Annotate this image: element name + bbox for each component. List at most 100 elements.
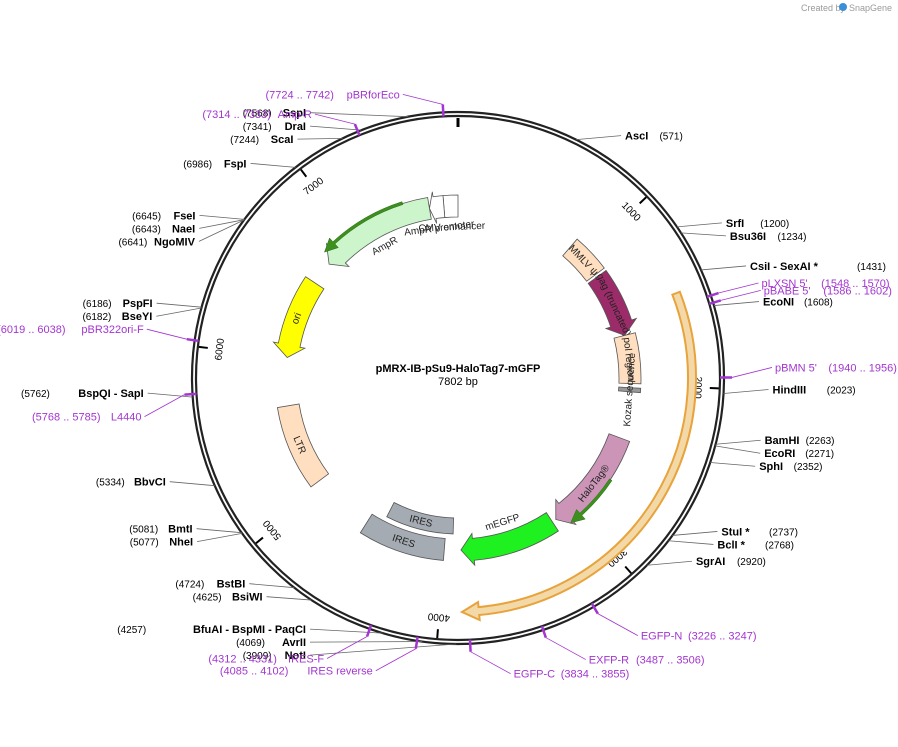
site-csii-sexai[interactable]: CsiI - SexAI *(1431) bbox=[701, 261, 886, 273]
site-fspi[interactable]: FspI(6986) bbox=[183, 158, 296, 170]
site-bbvci[interactable]: BbvCI(5334) bbox=[96, 477, 215, 489]
feature-cmv-enhancer[interactable]: CMV enhancer bbox=[418, 194, 486, 234]
site-drai[interactable]: DraI(7341) bbox=[243, 121, 362, 133]
site-bsiwi[interactable]: BsiWI(4625) bbox=[193, 592, 312, 604]
feature-arrow[interactable] bbox=[386, 502, 455, 535]
primer-amp-r[interactable]: Amp-R(7314 .. 7333) bbox=[202, 109, 361, 136]
site-bfuai-bspmi-paqci[interactable]: BfuAI - BspMI - PaqCI(4257) bbox=[117, 624, 383, 636]
site-leader-line bbox=[198, 219, 245, 242]
site-hindiii[interactable]: HindIII(2023) bbox=[723, 385, 856, 397]
site-position: (4257) bbox=[117, 625, 146, 636]
site-econi[interactable]: EcoNI(1608) bbox=[713, 297, 833, 309]
site-position: (6186) bbox=[83, 299, 112, 310]
feature-arrow[interactable] bbox=[555, 433, 631, 526]
primer-name: EXFP-R bbox=[589, 655, 629, 667]
primer-pbmn-5[interactable]: pBMN 5'(1940 .. 1956) bbox=[719, 362, 897, 379]
site-name: SspI bbox=[283, 108, 306, 120]
site-ngomiv[interactable]: NgoMIV(6641) bbox=[118, 219, 245, 248]
app-name: SnapGene bbox=[849, 3, 892, 13]
primer-l4440[interactable]: L4440(5768 .. 5785) bbox=[32, 392, 197, 424]
feature-arrow[interactable] bbox=[429, 191, 446, 224]
primer-egfp-c[interactable]: EGFP-C(3834 .. 3855) bbox=[468, 639, 629, 681]
primer-range: (3487 .. 3506) bbox=[636, 655, 705, 667]
site-leader-line bbox=[156, 307, 202, 317]
primer-egfp-n[interactable]: EGFP-N(3226 .. 3247) bbox=[590, 602, 757, 643]
primer-pbrforeco[interactable]: pBRforEco(7724 .. 7742) bbox=[265, 89, 445, 117]
primer-plxsn-5[interactable]: pLXSN 5'(1548 .. 1570) bbox=[706, 278, 890, 298]
site-nhei[interactable]: NheI(5077) bbox=[130, 532, 243, 549]
site-name: ScaI bbox=[271, 134, 294, 146]
site-position: (571) bbox=[659, 132, 682, 143]
feature-arrow[interactable] bbox=[359, 513, 446, 561]
site-fsei[interactable]: FseI(6645) bbox=[132, 210, 245, 222]
feature-ori[interactable]: ori bbox=[272, 276, 325, 358]
site-avrii[interactable]: AvrII(4069) bbox=[236, 637, 423, 649]
site-srfi[interactable]: SrfI(1200) bbox=[676, 218, 789, 230]
primer-name: IRES-F bbox=[288, 653, 324, 665]
feature-kozak-sequence[interactable]: Kozak sequence bbox=[618, 352, 642, 427]
primer-pbabe-5[interactable]: pBABE 5'(1586 .. 1602) bbox=[708, 285, 892, 306]
site-ecori[interactable]: EcoRI(2271) bbox=[715, 445, 834, 460]
site-sgrai[interactable]: SgrAI(2920) bbox=[646, 556, 766, 568]
site-leader-line bbox=[297, 138, 343, 140]
site-leader-line bbox=[576, 135, 622, 141]
site-name: PspFI bbox=[123, 298, 153, 310]
site-noti[interactable]: NotI(3909) bbox=[243, 643, 457, 662]
site-asci[interactable]: AscI(571) bbox=[576, 131, 683, 143]
snapgene-logo-icon bbox=[839, 3, 847, 11]
site-sphi[interactable]: SphI(2352) bbox=[710, 461, 823, 473]
feature-label: ori bbox=[290, 312, 304, 326]
primer-exfp-r[interactable]: EXFP-R (3487 .. 3506) bbox=[540, 625, 705, 667]
feature-pol-region[interactable]: pol region bbox=[613, 332, 642, 385]
site-name: FseI bbox=[173, 210, 195, 222]
tick-mark bbox=[436, 629, 439, 639]
primer-marker bbox=[468, 639, 472, 652]
feature-arrow[interactable] bbox=[587, 269, 638, 336]
feature-megfp[interactable]: mEGFP bbox=[460, 512, 559, 567]
primer-ires-reverse[interactable]: IRES reverse(4085 .. 4102) bbox=[220, 636, 419, 678]
feature-halotag[interactable]: HaloTag® bbox=[555, 433, 631, 526]
site-position: (2023) bbox=[827, 386, 856, 397]
site-leader-line bbox=[672, 531, 718, 536]
site-bmti[interactable]: BmtI(5081) bbox=[129, 524, 242, 536]
feature-ires-inner[interactable]: IRES bbox=[386, 502, 455, 535]
site-bspqi-sapi[interactable]: BspQI - SapI(5762) bbox=[21, 388, 193, 400]
primer-bind-arcs bbox=[324, 201, 613, 524]
site-position: (2768) bbox=[765, 540, 794, 551]
feature-arrow[interactable] bbox=[442, 194, 459, 218]
primer-ires-f[interactable]: IRES-F(4312 .. 4331) bbox=[208, 624, 373, 665]
site-bstbi[interactable]: BstBI(4724) bbox=[175, 579, 295, 591]
feature-gag-truncated[interactable]: gag (truncated) bbox=[587, 269, 638, 338]
site-leader-line bbox=[715, 439, 761, 445]
site-sspi[interactable]: SspI(7568) bbox=[243, 108, 409, 120]
site-naei[interactable]: NaeI(6643) bbox=[132, 219, 245, 236]
feature-arrow[interactable] bbox=[562, 238, 605, 282]
site-bsu36i[interactable]: Bsu36I(1234) bbox=[680, 231, 807, 243]
primer-name: pBR322ori-F bbox=[81, 324, 144, 336]
primer-range: (1548 .. 1570) bbox=[821, 278, 890, 290]
plasmid-name: pMRX-IB-pSu9-HaloTag7-mGFP bbox=[376, 363, 541, 375]
feature-arrow[interactable] bbox=[613, 332, 642, 385]
feature-arrow[interactable] bbox=[460, 512, 559, 567]
site-bamhi[interactable]: BamHI(2263) bbox=[715, 435, 835, 447]
site-scai[interactable]: ScaI(7244) bbox=[230, 134, 343, 146]
backbone-inner bbox=[194, 114, 722, 642]
feature-arrow[interactable] bbox=[272, 276, 325, 358]
primer-labels: pBRforEco(7724 .. 7742) pLXSN 5'(1548 .. … bbox=[0, 89, 897, 680]
snapgene-credit: Created by SnapGene bbox=[801, 3, 892, 13]
site-bseyi[interactable]: BseYI(6182) bbox=[82, 307, 202, 323]
feature-arrow[interactable] bbox=[618, 386, 642, 394]
primer-leader-line bbox=[470, 651, 511, 675]
site-stui[interactable]: StuI *(2737) bbox=[672, 526, 798, 538]
primer-leader-line bbox=[731, 367, 773, 378]
primer-pbr322ori-f[interactable]: pBR322ori-F(6019 .. 6038) bbox=[0, 324, 199, 343]
site-name: EcoRI bbox=[764, 448, 795, 460]
primer-marker bbox=[184, 392, 197, 396]
site-pspfi[interactable]: PspFI (6186) bbox=[83, 298, 202, 310]
site-leader-line bbox=[676, 222, 722, 228]
feature-ires-outer[interactable]: IRES bbox=[359, 513, 446, 561]
feature-ltr[interactable]: LTR bbox=[276, 403, 330, 488]
site-bcli[interactable]: BclI *(2768) bbox=[668, 539, 794, 551]
feature-arrow[interactable] bbox=[276, 403, 330, 488]
primer-marker bbox=[414, 636, 419, 649]
